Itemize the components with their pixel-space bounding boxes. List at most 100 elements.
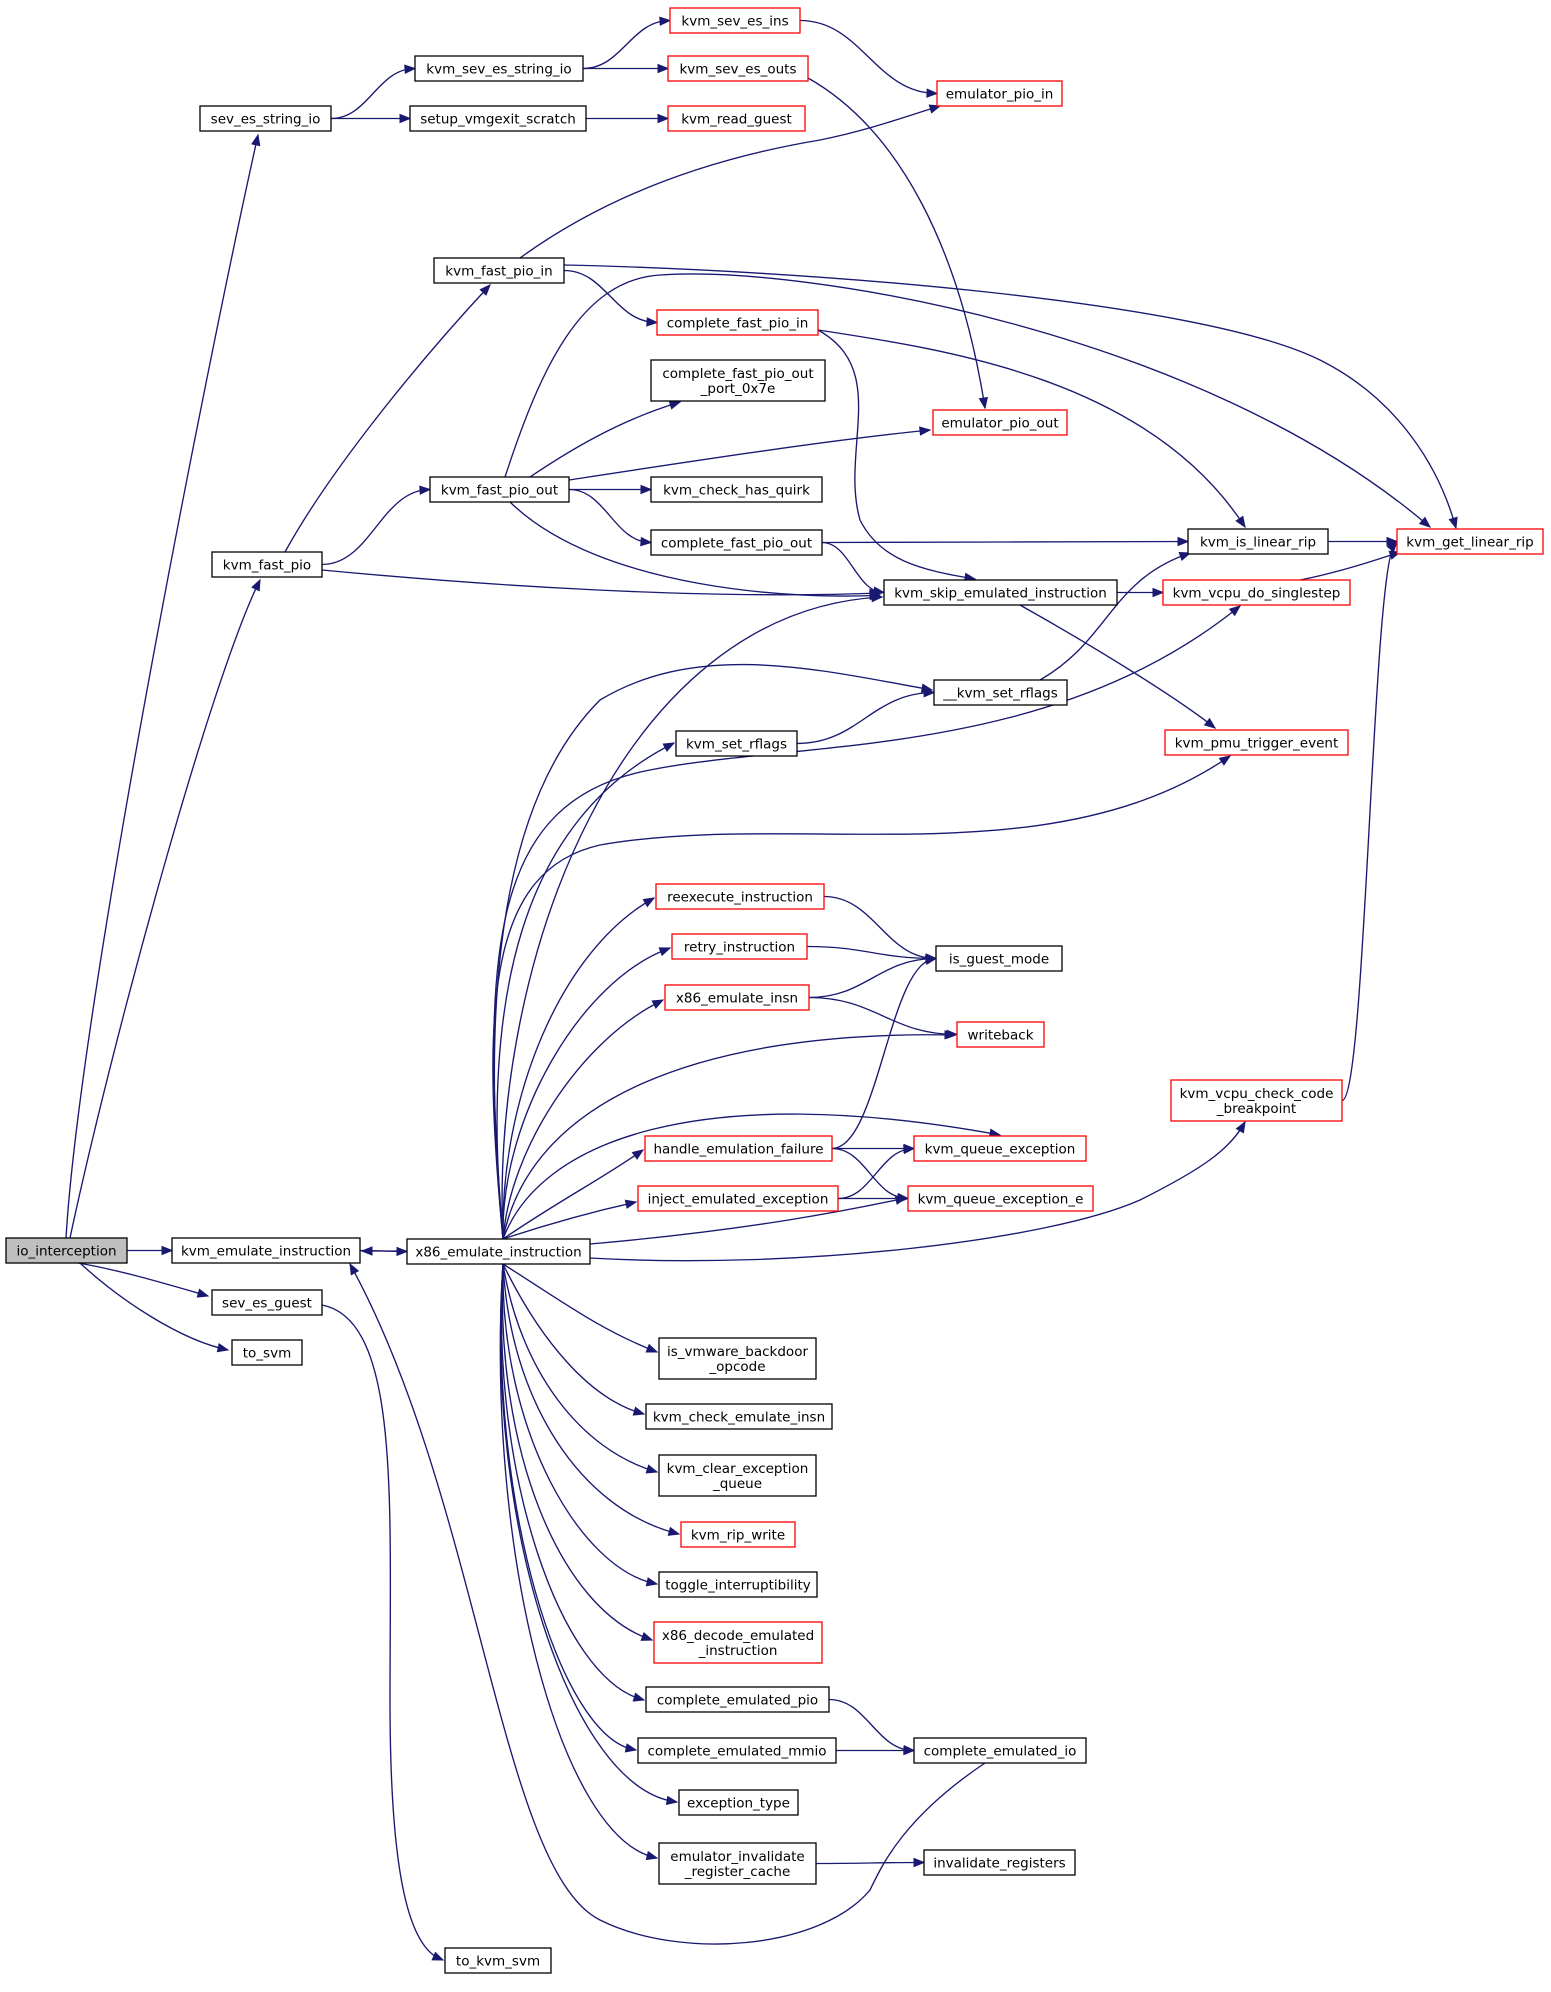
node-emulator-invalidate-register-cache[interactable]: emulator_invalidate_register_cache bbox=[658, 1842, 817, 1885]
node-kvm-fast-pio-out[interactable]: kvm_fast_pio_out bbox=[429, 476, 570, 503]
node-retry-instruction[interactable]: retry_instruction bbox=[671, 933, 808, 960]
node-label: kvm_clear_exception bbox=[667, 1461, 809, 1477]
node-writeback[interactable]: writeback bbox=[956, 1021, 1045, 1048]
node-kvm-sev-es-ins[interactable]: kvm_sev_es_ins bbox=[669, 7, 801, 34]
nodes-layer: io_interception sev_es_string_io kvm_fast_… bbox=[5, 7, 1544, 1974]
node-label: handle_emulation_failure bbox=[653, 1142, 823, 1158]
node-emulator-pio-out[interactable]: emulator_pio_out bbox=[932, 409, 1068, 436]
node-box bbox=[675, 730, 798, 757]
node-complete-emulated-mmio[interactable]: complete_emulated_mmio bbox=[637, 1737, 837, 1764]
node-kvm-fast-pio-in[interactable]: kvm_fast_pio_in bbox=[433, 257, 565, 284]
node---kvm-set-rflags[interactable]: __kvm_set_rflags bbox=[933, 679, 1068, 706]
node-kvm-read-guest[interactable]: kvm_read_guest bbox=[667, 105, 806, 132]
node-kvm-sev-es-string-io[interactable]: kvm_sev_es_string_io bbox=[414, 55, 584, 82]
node-box bbox=[409, 105, 587, 132]
node-setup-vmgexit-scratch[interactable]: setup_vmgexit_scratch bbox=[409, 105, 587, 132]
edge-kvm-fast-pio-out-to-complete-fast-pio-out bbox=[568, 488, 652, 544]
node-reexecute-instruction[interactable]: reexecute_instruction bbox=[655, 883, 825, 910]
node-box bbox=[932, 409, 1068, 436]
node-label: x86_decode_emulated bbox=[662, 1628, 814, 1644]
node-x86-decode-emulated-instruction[interactable]: x86_decode_emulated_instruction bbox=[653, 1621, 823, 1664]
node-kvm-vcpu-do-singlestep[interactable]: kvm_vcpu_do_singlestep bbox=[1162, 579, 1351, 606]
node-kvm-sev-es-outs[interactable]: kvm_sev_es_outs bbox=[667, 55, 809, 82]
node-box bbox=[653, 1621, 823, 1664]
edge-handle-emulation-failure-to-is-guest-mode-arrowhead bbox=[924, 955, 938, 965]
edge-kvm-fast-pio-out-to-kvm-get-linear-rip-arrowhead bbox=[1418, 516, 1432, 528]
node-x86-emulate-instruction[interactable]: x86_emulate_instruction bbox=[406, 1238, 591, 1265]
node-label: kvm_fast_pio_out bbox=[441, 483, 558, 499]
edge-kvm-fast-pio-out-to-emulator-pio-out-arrowhead bbox=[919, 426, 932, 436]
edge-x86-emulate-instruction-to-kvm-pmu-trigger-event-arrowhead bbox=[1218, 755, 1232, 766]
node-sev-es-string-io[interactable]: sev_es_string_io bbox=[199, 105, 332, 132]
node-toggle-interruptibility[interactable]: toggle_interruptibility bbox=[658, 1571, 818, 1598]
edge-x86-emulate-instruction-to-kvm-vcpu-check-code-breakpoint-arrowhead bbox=[1235, 1120, 1246, 1134]
node-kvm-check-emulate-insn[interactable]: kvm_check_emulate_insn bbox=[645, 1403, 833, 1430]
edge-x86-emulate-instruction-to-kvm-pmu-trigger-event bbox=[492, 755, 1231, 1240]
node-box bbox=[199, 105, 332, 132]
node-complete-fast-pio-out[interactable]: complete_fast_pio_out bbox=[650, 529, 823, 556]
node-box bbox=[645, 1686, 830, 1713]
node-kvm-pmu-trigger-event[interactable]: kvm_pmu_trigger_event bbox=[1164, 729, 1349, 756]
edge-kvm-fast-pio-to-kvm-fast-pio-in bbox=[284, 284, 491, 553]
node-label: writeback bbox=[967, 1028, 1033, 1044]
edge-x86-emulate-instruction-to-kvm-vcpu-do-singlestep bbox=[493, 605, 1241, 1240]
node-label: kvm_sev_es_string_io bbox=[426, 62, 571, 78]
node-kvm-rip-write[interactable]: kvm_rip_write bbox=[680, 1521, 796, 1548]
node-kvm-clear-exception-queue[interactable]: kvm_clear_exception_queue bbox=[658, 1454, 817, 1497]
node-kvm-get-linear-rip[interactable]: kvm_get_linear_rip bbox=[1396, 528, 1544, 555]
node-box bbox=[664, 984, 810, 1011]
node-exception-type[interactable]: exception_type bbox=[678, 1789, 799, 1816]
node-kvm-queue-exception-e[interactable]: kvm_queue_exception_e bbox=[907, 1185, 1094, 1212]
node-is-vmware-backdoor-opcode[interactable]: is_vmware_backdoor_opcode bbox=[658, 1337, 817, 1380]
node-io-interception[interactable]: io_interception bbox=[5, 1237, 128, 1264]
node-kvm-emulate-instruction[interactable]: kvm_emulate_instruction bbox=[171, 1237, 361, 1264]
node-complete-emulated-io[interactable]: complete_emulated_io bbox=[913, 1737, 1087, 1764]
node-complete-emulated-pio[interactable]: complete_emulated_pio bbox=[645, 1686, 830, 1713]
node-kvm-queue-exception[interactable]: kvm_queue_exception bbox=[913, 1135, 1087, 1162]
edge-io-interception-to-to-svm bbox=[79, 1262, 229, 1351]
node-label: exception_type bbox=[687, 1796, 790, 1812]
edge-x86-emulate-instruction-to-reexecute-instruction-arrowhead bbox=[642, 897, 656, 908]
node-box bbox=[883, 579, 1118, 606]
edge-x86-emulate-instruction-to-toggle-interruptibility-arrowhead bbox=[645, 1577, 659, 1587]
edge-x86-emulate-instruction-to-kvm-clear-exception-queue bbox=[502, 1263, 658, 1473]
node-complete-fast-pio-out-port-0x7e[interactable]: complete_fast_pio_out_port_0x7e bbox=[650, 359, 826, 402]
node-label: sev_es_guest bbox=[222, 1296, 312, 1312]
node-to-kvm-svm[interactable]: to_kvm_svm bbox=[444, 1947, 552, 1974]
node-kvm-set-rflags[interactable]: kvm_set_rflags bbox=[675, 730, 798, 757]
node-label: emulator_invalidate bbox=[670, 1849, 804, 1865]
node-kvm-vcpu-check-code-breakpoint[interactable]: kvm_vcpu_check_code_breakpoint bbox=[1170, 1079, 1343, 1122]
node-invalidate-registers[interactable]: invalidate_registers bbox=[923, 1849, 1076, 1876]
edge-complete-fast-pio-out-to-kvm-is-linear-rip-arrowhead bbox=[1177, 536, 1190, 547]
node-emulator-pio-in[interactable]: emulator_pio_in bbox=[936, 80, 1063, 107]
node-label: kvm_queue_exception bbox=[925, 1142, 1076, 1158]
node-box bbox=[1164, 729, 1349, 756]
node-handle-emulation-failure[interactable]: handle_emulation_failure bbox=[644, 1135, 833, 1162]
node-kvm-fast-pio[interactable]: kvm_fast_pio bbox=[211, 551, 323, 578]
node-label: complete_fast_pio_in bbox=[667, 316, 809, 332]
node-kvm-skip-emulated-instruction[interactable]: kvm_skip_emulated_instruction bbox=[883, 579, 1118, 606]
node-to-svm[interactable]: to_svm bbox=[231, 1339, 303, 1366]
node-box bbox=[637, 1737, 837, 1764]
edge-x86-emulate-instruction-to-kvm-set-rflags bbox=[496, 742, 675, 1240]
node-is-guest-mode[interactable]: is_guest_mode bbox=[935, 945, 1063, 972]
node-kvm-check-has-quirk[interactable]: kvm_check_has_quirk bbox=[650, 476, 823, 503]
node-complete-fast-pio-in[interactable]: complete_fast_pio_in bbox=[656, 309, 819, 336]
node-kvm-is-linear-rip[interactable]: kvm_is_linear_rip bbox=[1187, 528, 1329, 555]
node-box bbox=[933, 679, 1068, 706]
node-box bbox=[658, 1842, 817, 1885]
edge-complete-fast-pio-in-to-kvm-is-linear-rip-arrowhead bbox=[1235, 515, 1246, 529]
node-label: kvm_read_guest bbox=[681, 112, 792, 128]
node-box bbox=[211, 551, 323, 578]
node-inject-emulated-exception[interactable]: inject_emulated_exception bbox=[637, 1185, 839, 1212]
node-box bbox=[1170, 1079, 1343, 1122]
edge-x86-emulate-instruction-to-kvm-rip-write bbox=[502, 1263, 680, 1535]
node-x86-emulate-insn[interactable]: x86_emulate_insn bbox=[664, 984, 810, 1011]
edge-kvm-fast-pio-in-to-kvm-get-linear-rip bbox=[563, 264, 1457, 529]
node-label: kvm_vcpu_do_singlestep bbox=[1173, 586, 1341, 602]
node-sev-es-guest[interactable]: sev_es_guest bbox=[211, 1289, 323, 1316]
edge-kvm-sev-es-string-io-to-kvm-sev-es-ins bbox=[582, 19, 671, 70]
node-label: complete_fast_pio_out bbox=[662, 366, 813, 382]
edge-sev-es-string-io-to-kvm-sev-es-string-io bbox=[330, 67, 416, 120]
